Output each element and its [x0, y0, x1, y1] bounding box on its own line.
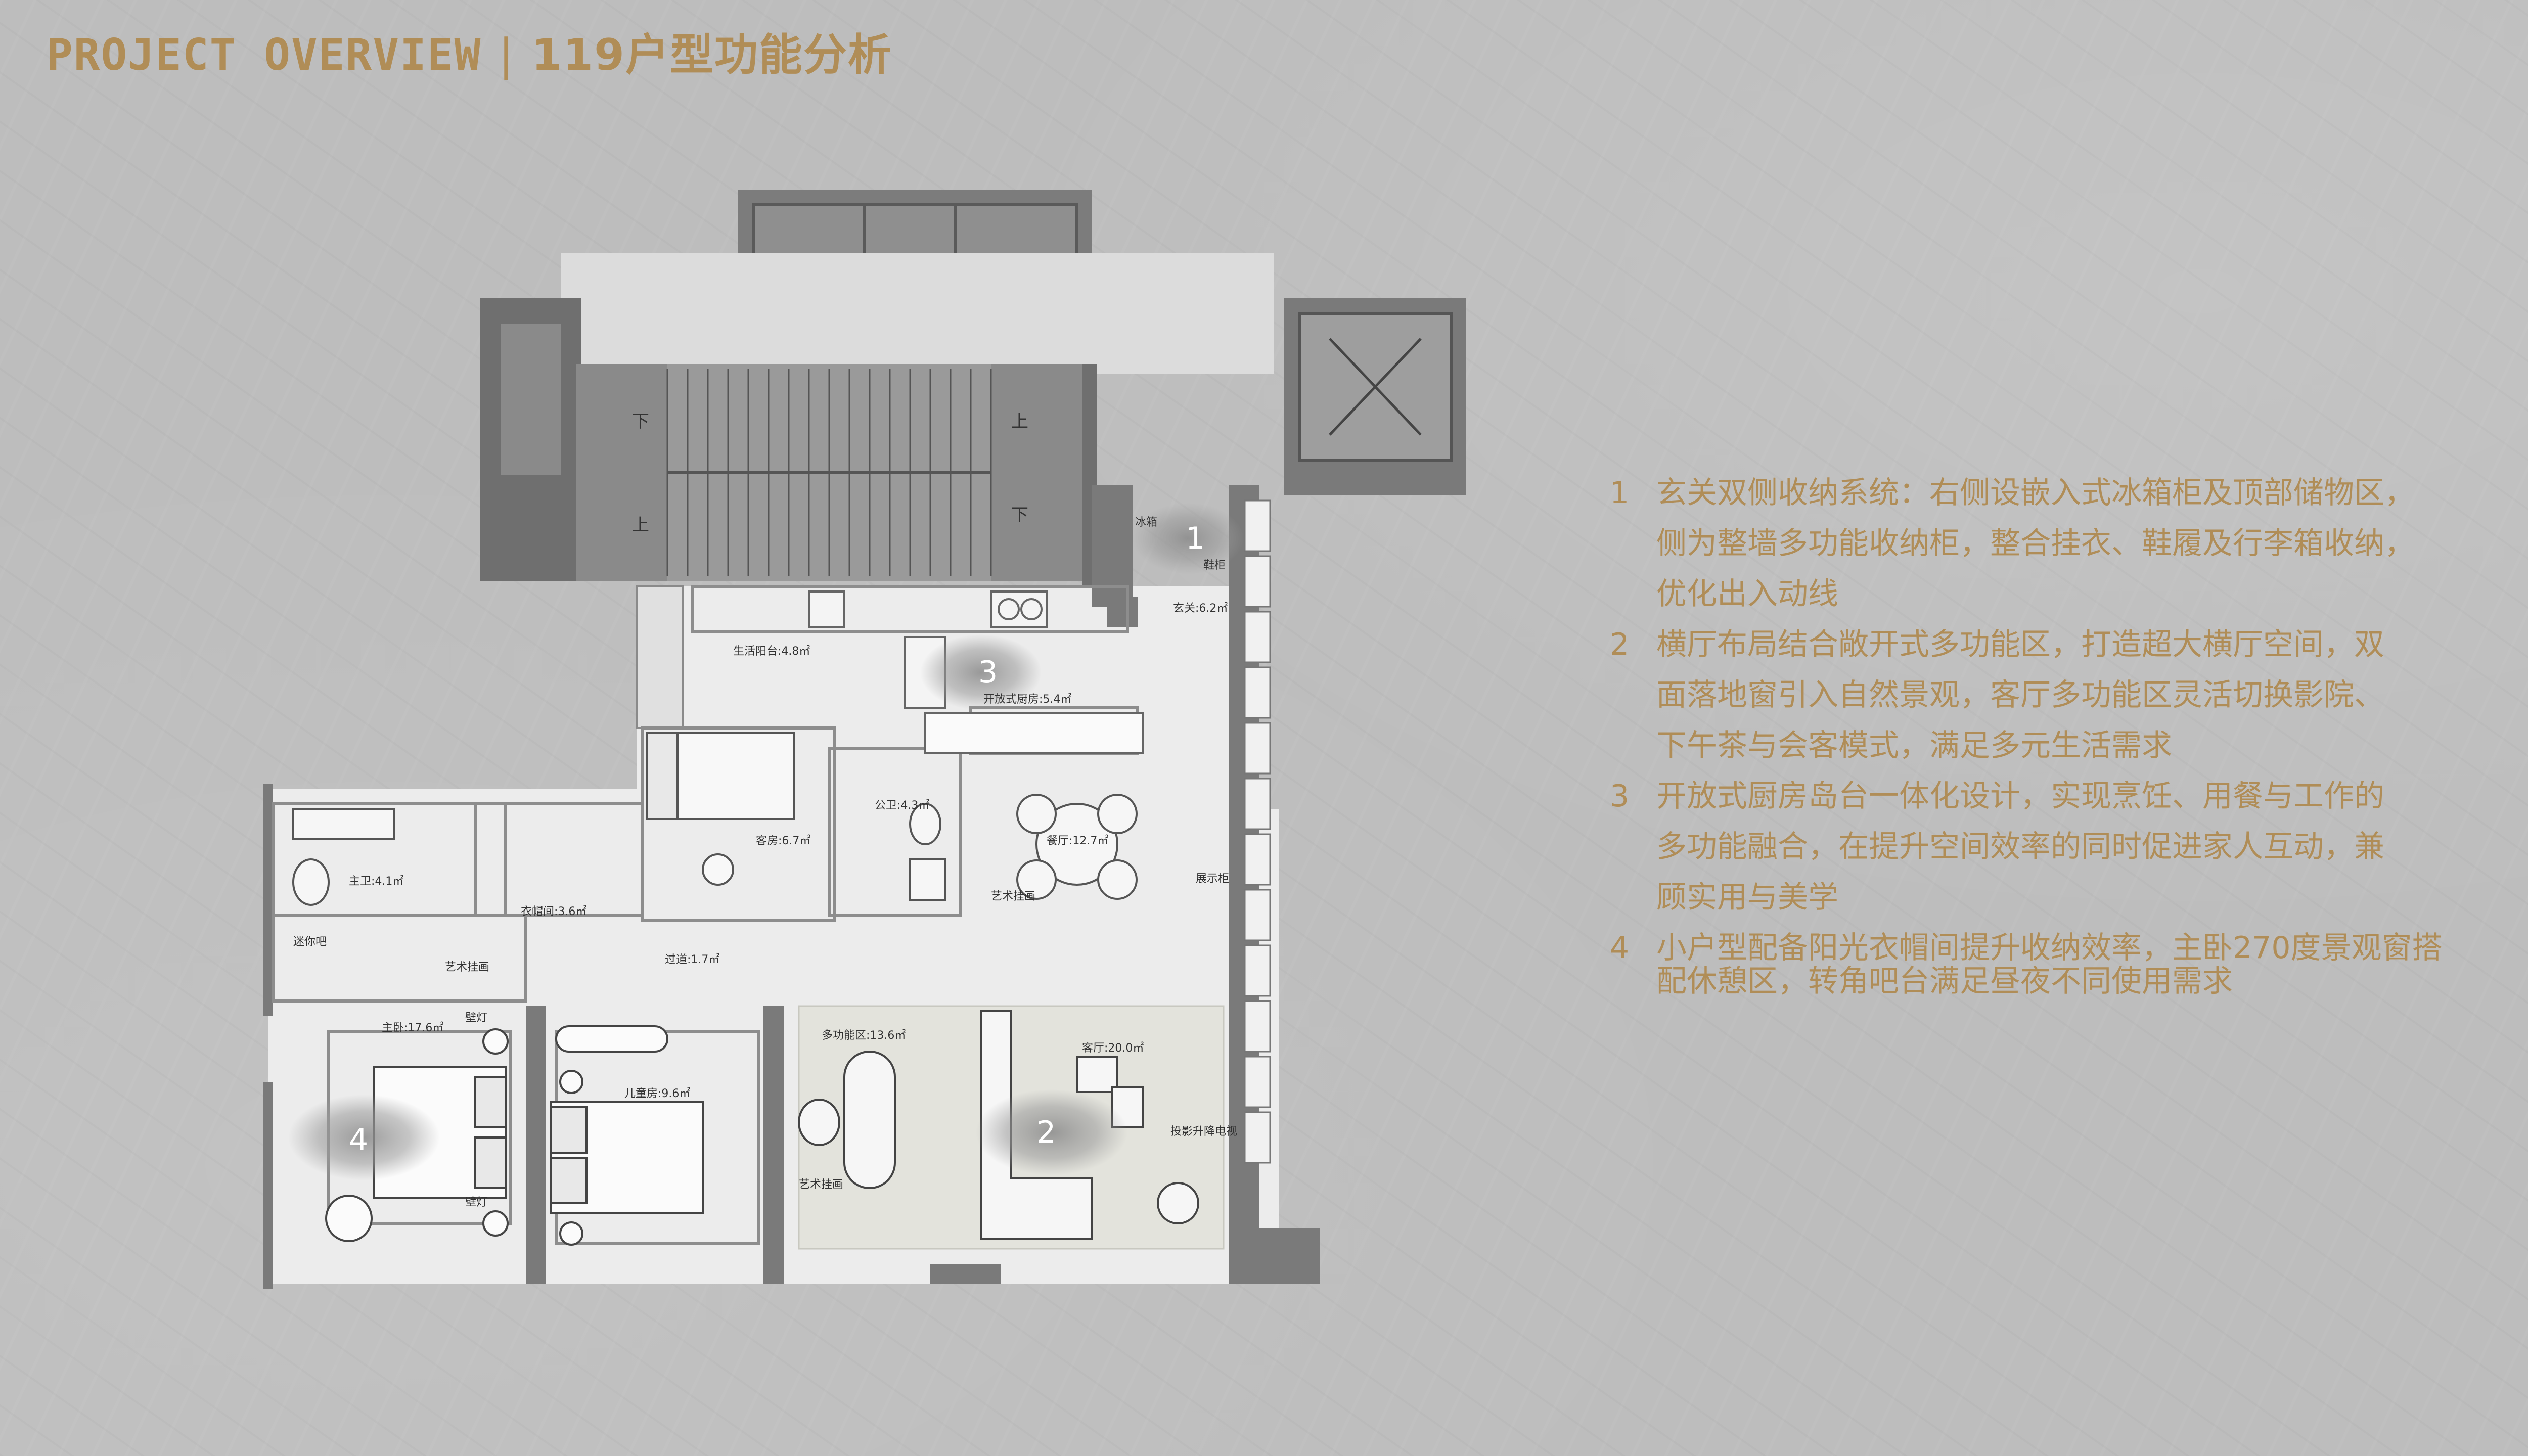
dining-set: [1016, 794, 1138, 900]
label-living-room: 客厅:20.0㎡: [1082, 1041, 1144, 1055]
cabinet-cell: [1244, 944, 1271, 997]
core-corridor: [561, 253, 1274, 374]
cabinet-cell: [1244, 1000, 1271, 1053]
shaft-3: [954, 203, 1078, 262]
cabinet-cell: [1244, 722, 1271, 775]
zone-blob-2: [976, 1089, 1127, 1175]
label-art-hanging-3: 艺术挂画: [799, 1178, 843, 1191]
kids-bed: [550, 1025, 704, 1246]
label-mini-bar: 迷你吧: [293, 936, 327, 948]
label-master-bath: 主卫:4.1㎡: [349, 875, 403, 888]
shaft-2: [863, 203, 957, 262]
page-title: PROJECT OVERVIEW | 119户型功能分析: [47, 19, 892, 82]
note-1: 1 玄关双侧收纳系统：右侧设嵌入式冰箱柜及顶部储物区， 侧为整墙多功能收纳柜，整…: [1603, 468, 2513, 619]
note-number: 3: [1610, 779, 1630, 814]
bathroom-fixtures: [292, 803, 946, 906]
label-public-bath: 公卫:4.3㎡: [875, 799, 929, 812]
stair-up-1: 上: [632, 515, 649, 535]
cabinet-cell: [1244, 889, 1271, 941]
cabinet-cell: [1244, 666, 1271, 719]
label-art-hanging-2: 艺术挂画: [445, 961, 489, 974]
marker-1: 1: [1186, 521, 1205, 556]
core-left-shaft: [501, 324, 561, 475]
note-number: 2: [1610, 627, 1630, 662]
cabinet-cell: [1244, 555, 1271, 608]
marker-4: 4: [349, 1122, 368, 1158]
title-english: PROJECT OVERVIEW: [47, 30, 482, 80]
label-art-hanging-1: 艺术挂画: [991, 890, 1035, 903]
room-labels: 玄关:6.2㎡ 冰箱 鞋柜 生活阳台:4.8㎡ 开放式厨房:5.4㎡ 客房:6.…: [293, 516, 1237, 1209]
title-chinese: 119户型功能分析: [531, 30, 892, 80]
label-master-bedroom: 主卧:17.6㎡: [382, 1021, 443, 1034]
label-wall-lamp-1: 壁灯: [465, 1012, 487, 1024]
note-text: 小户型配备阳光衣帽间提升收纳效率，主卧270度景观窗搭 配休憩区，转角吧台满足昼…: [1656, 930, 2443, 999]
note-text: 开放式厨房岛台一体化设计，实现烹饪、用餐与工作的 多功能融合，在提升空间效率的同…: [1656, 779, 2384, 915]
label-cloakroom: 衣帽间:3.6㎡: [521, 905, 586, 918]
living-furniture: [798, 1010, 1199, 1240]
marker-2: 2: [1036, 1115, 1056, 1150]
label-projector-tv: 投影升降电视: [1170, 1125, 1237, 1138]
cabinet-cell: [1244, 499, 1271, 552]
kitchen-furniture: [808, 590, 1144, 754]
zone-blob-3: [920, 634, 1042, 710]
stair-down-1: 下: [632, 412, 649, 432]
guest-bed: [646, 732, 795, 886]
cabinet-cell: [1244, 833, 1271, 886]
entry-storage-cabinets: [1244, 499, 1271, 1164]
label-hallway: 过道:1.7㎡: [665, 953, 719, 966]
cabinet-cell: [1244, 611, 1271, 663]
note-number: 4: [1610, 930, 1630, 966]
cabinet-cell: [1244, 1111, 1271, 1164]
shaft-1: [752, 203, 866, 262]
label-utility-balcony: 生活阳台:4.8㎡: [733, 645, 810, 658]
label-kids-room: 儿童房:9.6㎡: [624, 1087, 690, 1100]
analysis-notes: 1 玄关双侧收纳系统：右侧设嵌入式冰箱柜及顶部储物区， 侧为整墙多功能收纳柜，整…: [1603, 468, 2513, 998]
label-shoe-cabinet: 鞋柜: [1203, 559, 1226, 572]
cabinet-cell: [1244, 778, 1271, 830]
label-open-kitchen: 开放式厨房:5.4㎡: [983, 693, 1071, 706]
stair-down-2: 下: [1011, 505, 1028, 525]
label-wall-lamp-2: 壁灯: [465, 1196, 487, 1209]
label-guest-room: 客房:6.7㎡: [756, 834, 810, 847]
building-core: 下 上 上 下: [480, 190, 1466, 586]
utility-balcony-floor: [636, 585, 684, 729]
note-text: 横厅布局结合敞开式多功能区，打造超大横厅空间，双 面落地窗引入自然景观，客厅多功…: [1656, 627, 2384, 763]
note-text: 玄关双侧收纳系统：右侧设嵌入式冰箱柜及顶部储物区， 侧为整墙多功能收纳柜，整合挂…: [1656, 475, 2415, 612]
note-number: 1: [1610, 475, 1630, 511]
title-separator: |: [499, 30, 515, 80]
note-4: 4 小户型配备阳光衣帽间提升收纳效率，主卧270度景观窗搭 配休憩区，转角吧台满…: [1603, 923, 2513, 998]
note-3: 3 开放式厨房岛台一体化设计，实现烹饪、用餐与工作的 多功能融合，在提升空间效率…: [1603, 771, 2513, 923]
label-multi-zone: 多功能区:13.6㎡: [822, 1029, 906, 1042]
label-dining: 餐厅:12.7㎡: [1047, 834, 1108, 847]
apartment-floor: 1 2 3 4 玄关:6.2㎡ 冰箱 鞋柜 生活阳台:4.8㎡ 开放式厨房:5.…: [263, 485, 1320, 1289]
label-display-cabinet: 展示柜: [1196, 873, 1229, 885]
zone-blob-1: [1133, 503, 1244, 574]
cabinet-cell: [1244, 1056, 1271, 1108]
label-entry: 玄关:6.2㎡: [1173, 602, 1228, 615]
note-2: 2 横厅布局结合敞开式多功能区，打造超大横厅空间，双 面落地窗引入自然景观，客厅…: [1603, 619, 2513, 771]
zone-blob-4: [288, 1095, 440, 1180]
stair-up-2: 上: [1011, 412, 1028, 432]
marker-3: 3: [978, 655, 998, 690]
label-fridge: 冰箱: [1135, 516, 1157, 529]
